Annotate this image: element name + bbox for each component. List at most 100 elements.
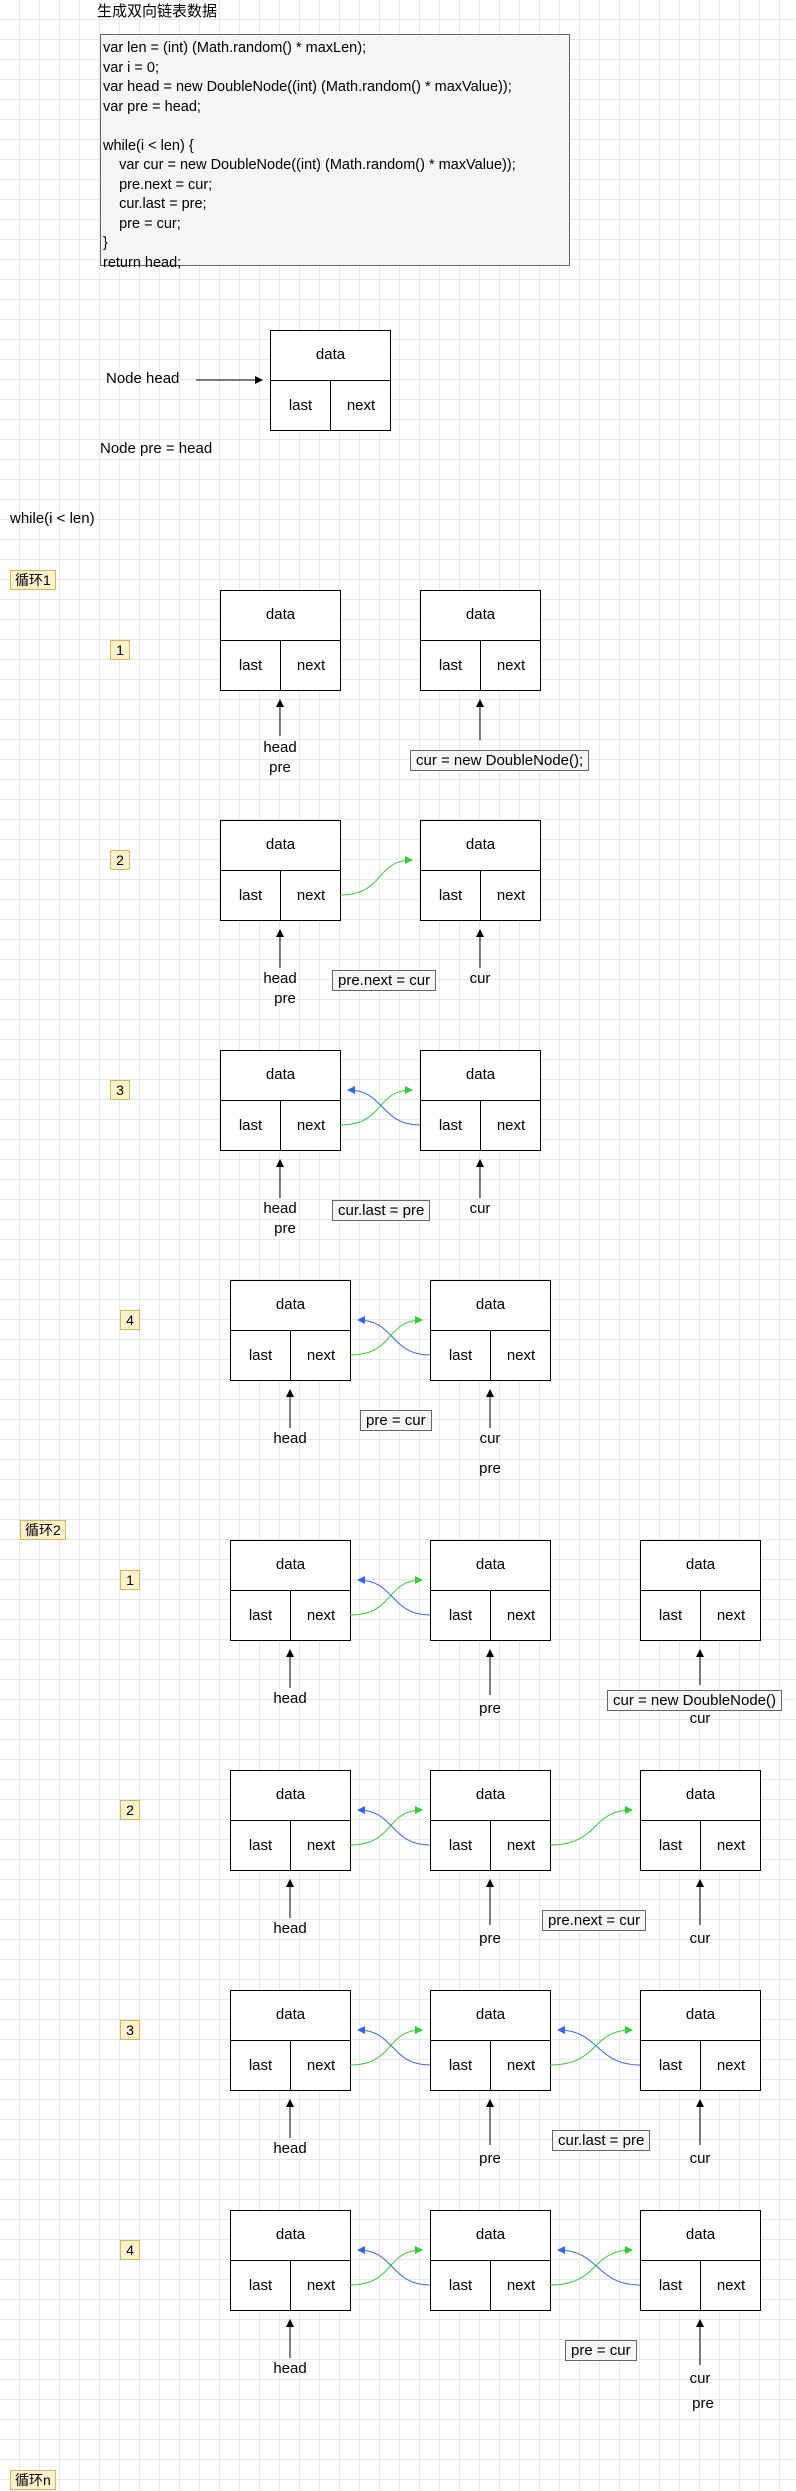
last-link (357, 1576, 431, 1616)
code-line: var head = new DoubleNode((int) (Math.ra… (103, 79, 512, 95)
code-line: pre.next = cur; (103, 176, 213, 193)
node-next: next (296, 887, 326, 904)
pre-label: pre (274, 1220, 296, 1237)
head-label: head (263, 1200, 297, 1217)
cur-label: cur (689, 2150, 711, 2167)
node-last: last (431, 1331, 491, 1381)
node-last: last (221, 641, 281, 691)
node-data: data (271, 331, 390, 381)
cur-label: cur (689, 1710, 711, 1727)
pre-label: pre (479, 1700, 501, 1717)
node-last: last (641, 2041, 701, 2091)
head-label: head (273, 1430, 307, 1447)
node-next: next (306, 1347, 336, 1364)
code-line: cur.last = pre; (103, 196, 207, 212)
loop-title: 循环1 (10, 570, 56, 590)
node-next: next (506, 2277, 536, 2294)
node-last: last (231, 1331, 291, 1381)
step-operation: cur.last = pre (332, 1200, 431, 1221)
node-data: data (431, 1281, 550, 1331)
step-operation: cur = new DoubleNode() (607, 1690, 783, 1711)
step-operation: cur.last = pre (552, 2130, 651, 2151)
next-link (349, 2246, 423, 2286)
step-operation: pre.next = cur (332, 970, 437, 991)
node-data: data (231, 1991, 350, 2041)
cur-label: cur (479, 1430, 501, 1447)
step-number: 4 (120, 1310, 140, 1330)
node-data: data (231, 2211, 350, 2261)
node-next: next (506, 2057, 536, 2074)
node-next: next (496, 887, 526, 904)
node-next: next (506, 1347, 536, 1364)
node-next: next (346, 397, 376, 414)
node-data: data (231, 1281, 350, 1331)
node-last: last (231, 2261, 291, 2311)
next-link (549, 2246, 633, 2286)
node-data: data (221, 591, 340, 641)
node-last: last (221, 1101, 281, 1151)
node-next: next (296, 657, 326, 674)
pre-label: pre (479, 2150, 501, 2167)
pre-label: pre (269, 759, 291, 776)
next-link (349, 1806, 423, 1846)
code-line: var pre = head; (103, 98, 201, 115)
node-last: last (231, 1821, 291, 1871)
next-link (339, 856, 413, 896)
code-line: return head; (103, 254, 182, 271)
loop-title: 循环2 (20, 1520, 66, 1540)
last-link (357, 1806, 431, 1846)
node-last: last (231, 2041, 291, 2091)
node-data: data (431, 1991, 550, 2041)
head-label: head (273, 1690, 307, 1707)
node-next: next (506, 1837, 536, 1854)
node-next: next (296, 1117, 326, 1134)
while-label: while(i < len) (10, 510, 95, 527)
next-link (349, 2026, 423, 2066)
step-operation: cur = new DoubleNode(); (410, 750, 590, 771)
code-line: while(i < len) { (103, 137, 194, 154)
node-next: next (306, 1837, 336, 1854)
pre-label: pre (274, 990, 296, 1007)
code-line: var cur = new DoubleNode((int) (Math.ran… (103, 157, 516, 173)
node-last: last (641, 1821, 701, 1871)
step-operation: pre = cur (360, 1410, 432, 1431)
step-number: 3 (120, 2020, 140, 2040)
node-data: data (641, 1541, 760, 1591)
last-link (357, 1316, 431, 1356)
next-link (349, 1576, 423, 1616)
step-number: 2 (110, 850, 130, 870)
diagram-title: 生成双向链表数据 (97, 3, 218, 20)
head-label: head (263, 970, 297, 987)
head-label: head (263, 739, 297, 756)
node-last: last (221, 871, 281, 921)
head-label: head (273, 2360, 307, 2377)
node-last: last (271, 381, 331, 431)
last-link (557, 2026, 641, 2066)
head-label: head (273, 2140, 307, 2157)
node-next: next (716, 2057, 746, 2074)
last-link (347, 1086, 421, 1126)
node-last: last (641, 1591, 701, 1641)
node-data: data (231, 1771, 350, 1821)
node-next: next (306, 1607, 336, 1624)
node-pre-label: Node pre = head (100, 440, 213, 457)
node-data: data (431, 2211, 550, 2261)
node-last: last (421, 641, 481, 691)
step-operation: pre.next = cur (542, 1910, 647, 1931)
code-block: var len = (int) (Math.random() * maxLen)… (100, 34, 570, 271)
